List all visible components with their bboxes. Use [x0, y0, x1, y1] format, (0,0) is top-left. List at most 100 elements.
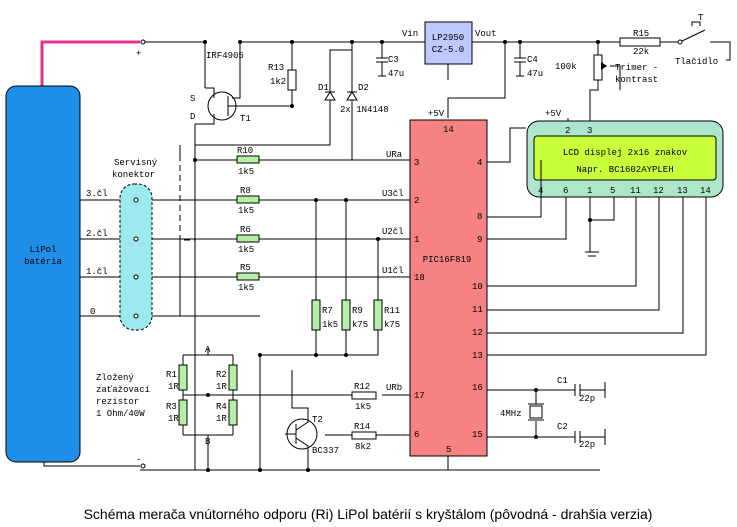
regulator-line2: CZ-5.0: [432, 45, 464, 55]
load-r2-ref: R2: [216, 370, 227, 380]
load-r1: [178, 364, 188, 391]
mosfet-name: IRF4905: [206, 51, 244, 61]
cell-0-label: 0: [90, 307, 95, 317]
connector-pin: [133, 274, 139, 280]
r6-value: 1k5: [238, 245, 254, 255]
mcu-pin: 8: [477, 212, 482, 222]
lcd-vplus: +5V: [545, 109, 562, 119]
r9-ref: R9: [352, 306, 363, 316]
cell-3-label: 3.čl: [86, 189, 108, 199]
button-contact: [677, 39, 683, 45]
c2-ref: C2: [557, 422, 568, 432]
load-label-2: zaťažovací: [96, 385, 150, 395]
resistor-r7: [311, 299, 321, 331]
diode-d1: [324, 91, 336, 101]
trimmer-label-2: kontrast: [615, 75, 658, 85]
battery-body: [5, 85, 81, 463]
resistor-r14: [351, 431, 377, 440]
diodes-part: 2x 1N4148: [340, 105, 389, 115]
lcd-pin-13: 13: [677, 186, 688, 196]
button-label: Tlačidlo: [675, 57, 718, 67]
trimmer-value: 100k: [555, 62, 577, 72]
mcu-pic16f819: [409, 119, 488, 457]
lower-wires: [207, 348, 410, 470]
battery-positive-lead: [40, 40, 140, 86]
load-r4-ref: R4: [216, 402, 227, 412]
lcd-gnd: [585, 251, 599, 257]
r10-value: 1k5: [238, 167, 254, 177]
c3-value: 47u: [388, 69, 404, 79]
mcu-pin: 9: [477, 235, 482, 245]
load-r2-value: 1R: [216, 382, 227, 392]
mosfet-t1-leads: [195, 42, 292, 125]
load-r3-ref: R3: [166, 402, 177, 412]
button-symbol: T: [698, 13, 704, 23]
divider-wires: [179, 145, 410, 470]
cell-1-label: 1.čl: [86, 267, 108, 277]
lcd-pin-3: 3: [587, 126, 592, 136]
mcu-pin: 17: [414, 391, 425, 401]
regulator-vin: Vin: [402, 29, 418, 39]
net-label: URb: [386, 383, 402, 393]
c4-ref: C4: [527, 55, 538, 65]
mcu-pin: 18: [414, 273, 425, 283]
c3-ref: C3: [388, 55, 399, 65]
net-label: U2čl: [382, 227, 404, 237]
net-label: U3čl: [382, 189, 404, 199]
r9-value: k75: [352, 320, 368, 330]
load-r2: [228, 364, 238, 391]
connector-pin: [133, 236, 139, 242]
crystal-plates: [528, 384, 581, 443]
resistor-r8: [236, 195, 260, 204]
mcu-pin: 11: [472, 305, 483, 315]
r13-value: 1k2: [270, 77, 286, 87]
r7-value: 1k5: [322, 320, 338, 330]
connector-pin: [133, 313, 139, 319]
r14-ref: R14: [354, 422, 370, 432]
lcd-pin-1: 1: [587, 186, 592, 196]
r13-resistor: [287, 69, 297, 91]
c1-value: 22p: [579, 394, 595, 404]
net-label: URa: [386, 150, 403, 160]
battery-negative-lead: [43, 462, 140, 467]
r11-value: k75: [384, 320, 400, 330]
net-label: U1čl: [382, 266, 404, 276]
lcd-pin-12: 12: [653, 186, 664, 196]
lcd-line1: LCD displej 2x16 znakov: [563, 148, 688, 158]
load-label-3: rezistor: [96, 397, 139, 407]
mcu-vplus: +5V: [428, 109, 445, 119]
trimmer-label-1: Trimer -: [615, 63, 658, 73]
mcu-pin: 15: [472, 430, 483, 440]
negative-terminal: [140, 463, 146, 469]
r13-ref: R13: [268, 63, 284, 73]
r5-value: 1k5: [238, 283, 254, 293]
r15-resistor: [619, 37, 661, 47]
mcu-pin: 16: [472, 383, 483, 393]
crystal: [529, 405, 543, 419]
mosfet-ref: T1: [240, 114, 251, 124]
resistor-r5: [236, 272, 260, 281]
crystal-value: 4MHz: [500, 409, 522, 419]
load-label-4: 1 Ohm/40W: [96, 409, 145, 419]
load-r1-value: 1R: [168, 382, 179, 392]
mcu-name: PIC16F819: [423, 255, 472, 265]
trimmer-wires: [589, 42, 621, 133]
battery-label-1: LiPol: [29, 245, 56, 255]
mcu-pin: 13: [472, 351, 483, 361]
d1-ref: D1: [318, 83, 329, 93]
r14-value: 8k2: [355, 442, 371, 452]
lcd-screen: [533, 135, 717, 181]
connector-label-1: Servisný: [114, 158, 158, 168]
regulator-lp2950: [424, 21, 473, 65]
r8-ref: R8: [240, 186, 251, 196]
lcd-pin-6: 6: [563, 186, 568, 196]
mcu-pin: 6: [414, 430, 419, 440]
capacitor-c3: [376, 42, 388, 77]
junction-dots: [193, 40, 600, 472]
resistor-r12: [351, 391, 377, 400]
t2-part: BC337: [312, 446, 339, 456]
regulator-line1: LP2950: [432, 33, 464, 43]
r8-value: 1k5: [238, 206, 254, 216]
mcu-pin: 4: [477, 158, 482, 168]
diode-bars: [325, 86, 357, 110]
